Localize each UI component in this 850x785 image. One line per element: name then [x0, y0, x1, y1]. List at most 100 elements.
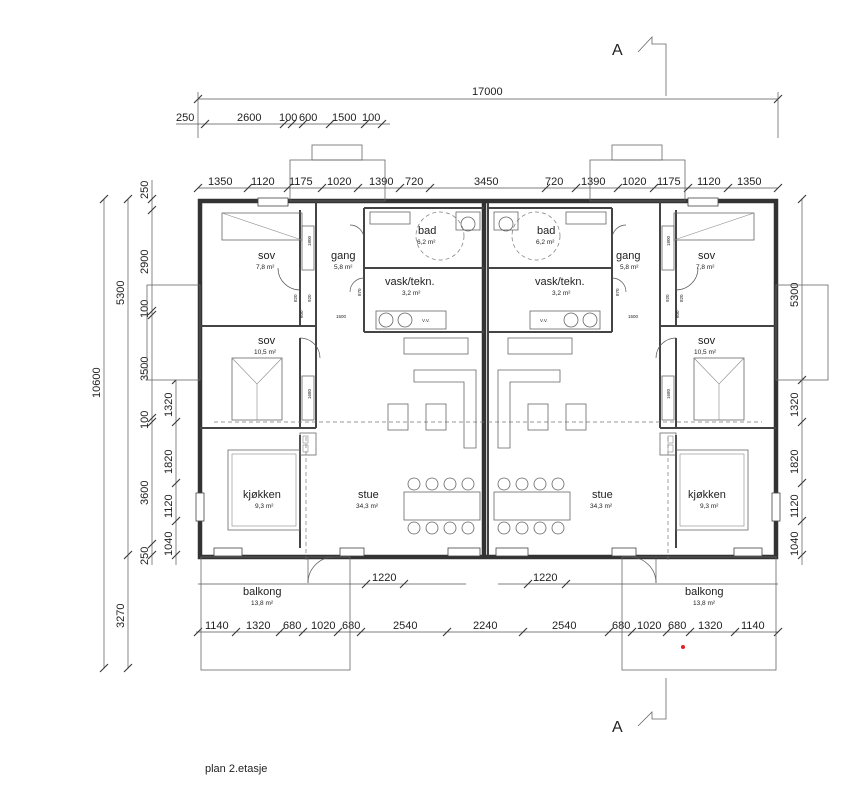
room-gang-left: gang — [331, 250, 355, 262]
dim-top2-7: 720 — [545, 176, 563, 188]
red-mark — [681, 645, 685, 649]
dim-right-in-1: 1820 — [789, 450, 801, 474]
dim-left-in2-2: 1120 — [163, 494, 175, 518]
dim-left-in-3: 3500 — [139, 357, 151, 381]
dim-top2-4: 1390 — [369, 176, 393, 188]
dim-bottom-2: 680 — [283, 620, 301, 632]
room-kjokken-right: kjøkken — [688, 489, 726, 501]
door-dim-a: 820 — [293, 294, 298, 302]
room-stue-right: stue — [592, 489, 613, 501]
dim-right-in-0: 1320 — [789, 393, 801, 417]
dim-bottom-8: 680 — [612, 620, 630, 632]
dim-balcony-door-right: 1220 — [533, 572, 557, 584]
room-vask-right: vask/tekn. — [535, 276, 585, 288]
area-sov-a-right: 7,8 m² — [696, 264, 715, 271]
room-sov-a-left: sov — [258, 250, 276, 262]
dim-top2-8: 1390 — [581, 176, 605, 188]
room-bad-left: bad — [418, 225, 436, 237]
dim-left-mid-1: 3270 — [115, 604, 127, 628]
balconies — [200, 556, 777, 671]
dim-top2-9: 1020 — [622, 176, 646, 188]
room-stue-left: stue — [358, 489, 379, 501]
dim-bottom-9: 1020 — [637, 620, 661, 632]
area-sov-b-left: 10,5 m² — [254, 349, 277, 356]
area-stue-right: 34,3 m² — [590, 503, 613, 510]
closet-dim-a: 1800 — [307, 235, 312, 246]
dim-balcony-door-left: 1220 — [372, 572, 396, 584]
exterior-walls — [197, 198, 779, 560]
dim-top2-0: 1350 — [208, 176, 232, 188]
dim-bottom-6: 2240 — [473, 620, 497, 632]
fixture-vv: V.V. — [540, 318, 548, 323]
room-labels-right: sov 7,8 m² sov 10,5 m² gang 5,8 m² bad 6… — [535, 225, 726, 607]
furniture-right — [493, 337, 587, 535]
dim-top1-3: 600 — [299, 112, 317, 124]
bottom-dimensions: 1220 1220 1140 1320 680 1020 680 2540 22… — [193, 572, 783, 637]
area-kjokken-right: 9,3 m² — [700, 503, 719, 510]
dim-top1-4: 1500 — [332, 112, 356, 124]
closet-dim-a: 1800 — [666, 235, 671, 246]
dim-left-in-1: 2900 — [139, 250, 151, 274]
dim-bottom-4: 680 — [342, 620, 360, 632]
dim-left-in-6: 250 — [139, 547, 151, 565]
room-sov-a-right: sov — [698, 250, 716, 262]
dim-top2-2: 1175 — [289, 176, 313, 188]
fixture-vv: V.V. — [422, 318, 430, 323]
top-dimensions: 17000 250 2600 100 600 1500 100 1350 112… — [176, 86, 783, 193]
dim-top2-5: 720 — [405, 176, 423, 188]
dim-top1-1: 2600 — [237, 112, 261, 124]
room-balkong-left: balkong — [243, 586, 282, 598]
area-vask-right: 3,2 m² — [552, 290, 571, 297]
room-gang-right: gang — [616, 250, 640, 262]
dim-left-in-2: 100 — [139, 300, 151, 318]
dim-top2-11: 1120 — [697, 176, 721, 188]
door-dim-a: 820 — [679, 294, 684, 302]
door-dim-b: 920 — [307, 294, 312, 302]
dim-top2-3: 1020 — [327, 176, 351, 188]
unit-right: V.V. 1800 1680 820 920 600 870 1500 — [488, 197, 781, 584]
section-arrow — [637, 35, 667, 96]
area-sov-a-left: 7,8 m² — [256, 264, 275, 271]
overhang-lines — [146, 144, 829, 381]
area-vask-left: 3,2 m² — [402, 290, 421, 297]
dim-right-in-3: 1040 — [789, 532, 801, 556]
dim-bottom-12: 1140 — [741, 620, 765, 632]
furniture-left — [387, 337, 481, 535]
left-dimensions: 10600 5300 3270 250 2900 100 3500 100 36… — [91, 180, 181, 673]
dim-bottom-1: 1320 — [246, 620, 270, 632]
dim-right-in-2: 1120 — [789, 494, 801, 518]
dim-bottom-0: 1140 — [205, 620, 229, 632]
door-dim-c: 600 — [299, 310, 304, 318]
area-gang-left: 5,8 m² — [334, 264, 353, 271]
area-balkong-left: 13,8 m² — [251, 600, 274, 607]
dim-top1-2: 100 — [279, 112, 297, 124]
closet-dim-b: 1680 — [666, 388, 671, 399]
dim-left-in-5: 3600 — [139, 481, 151, 505]
dim-left-in2-1: 1820 — [163, 450, 175, 474]
section-marker-bottom: A — [612, 678, 667, 736]
dim-left-overall: 10600 — [91, 367, 103, 398]
room-labels-left: sov 7,8 m² sov 10,5 m² gang 5,8 m² bad 6… — [243, 225, 436, 607]
dim-overall: 17000 — [472, 86, 503, 98]
door-dim-b: 920 — [665, 294, 670, 302]
dim-top2-10: 1175 — [657, 176, 681, 188]
room-vask-left: vask/tekn. — [385, 276, 435, 288]
door-dim-c: 600 — [675, 310, 680, 318]
section-label: A — [612, 719, 623, 736]
room-sov-b-right: sov — [698, 335, 716, 347]
dim-top1-0: 250 — [176, 112, 194, 124]
room-bad-right: bad — [537, 225, 555, 237]
unit-left: V.V. 1800 1680 820 920 600 870 1500 — [195, 197, 484, 584]
dim-bottom-10: 680 — [668, 620, 686, 632]
area-balkong-right: 13,8 m² — [693, 600, 716, 607]
dim-left-in2-3: 1040 — [163, 532, 175, 556]
section-label: A — [612, 42, 623, 59]
dim-bottom-3: 1020 — [311, 620, 335, 632]
plan-caption: plan 2.etasje — [205, 763, 267, 775]
room-kjokken-left: kjøkken — [243, 489, 281, 501]
dim-top2-12: 1350 — [737, 176, 761, 188]
dim-left-in-4: 100 — [139, 411, 151, 429]
dim-left-mid-0: 5300 — [115, 281, 127, 305]
door-dim-e: 1500 — [628, 314, 639, 319]
